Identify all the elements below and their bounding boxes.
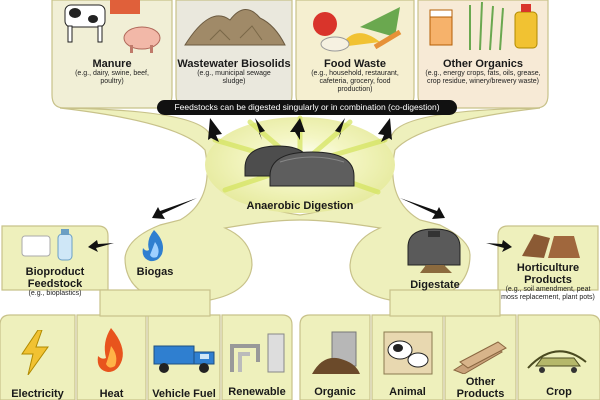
feedstock-food-waste: Food Waste (e.g., household, restaurant,…	[296, 58, 414, 94]
bioproduct-label: Bioproduct Feedstock (e.g., bioplastics)	[2, 266, 108, 298]
garbage-truck-icon	[153, 345, 215, 373]
lumber-icon	[452, 341, 507, 374]
use-vehicle-fuel: Vehicle Fuel	[152, 388, 216, 400]
feedstock-biosolids: Wastewater Biosolids (e.g., municipal se…	[176, 58, 292, 86]
co-digestion-banner: Feedstocks can be digested singularly or…	[157, 100, 457, 115]
feedstock-title: Wastewater Biosolids	[177, 58, 291, 70]
horticulture-title: Horticulture Products	[516, 262, 580, 286]
use-animal: Animal	[389, 386, 426, 398]
spreader-icon	[527, 350, 587, 373]
cow-pig-icon	[64, 0, 161, 53]
feedstock-subtitle: (e.g., energy crops, fats, oils, grease,…	[425, 70, 541, 85]
food-waste-icon	[313, 7, 402, 52]
bioproduct-title: Bioproduct Feedstock	[25, 266, 85, 290]
plant-pots-icon	[522, 234, 580, 258]
arrows	[88, 118, 512, 252]
feedstock-title: Other Organics	[442, 58, 524, 70]
horticulture-subtitle: (e.g., soil amendment, peat moss replace…	[501, 286, 595, 301]
fire-icon	[97, 328, 123, 372]
bioplastics-icon	[21, 229, 73, 261]
use-electricity: Electricity	[11, 388, 64, 400]
process-title: Anaerobic Digestion	[246, 200, 354, 212]
digester-icon	[244, 145, 355, 187]
cow-bedding-icon	[383, 331, 433, 375]
lightning-icon	[21, 330, 49, 375]
use-other-products: Other Products	[456, 376, 505, 400]
feedstock-subtitle: (e.g., dairy, swine, beef, poultry)	[75, 70, 149, 85]
biogas-title: Biogas	[136, 266, 174, 278]
digestate-tank-icon	[407, 228, 461, 273]
use-organic: Organic	[314, 386, 356, 398]
use-heat: Heat	[99, 388, 124, 400]
biosolids-pile-icon	[184, 9, 286, 46]
digestate-title: Digestate	[410, 279, 460, 291]
connectors	[99, 289, 501, 317]
feedstock-title: Food Waste	[324, 58, 386, 70]
feedstock-subtitle: (e.g., household, restaurant, cafeteria,…	[311, 70, 399, 93]
use-renewable: Renewable	[228, 386, 286, 398]
flame-icon	[142, 230, 163, 262]
pipeline-icon	[230, 333, 285, 373]
feedstock-title: Manure	[92, 58, 132, 70]
fertilizer-bag-icon	[312, 331, 360, 374]
feedstock-other-organics: Other Organics (e.g., energy crops, fats…	[418, 58, 548, 86]
other-organics-icon	[429, 1, 538, 51]
use-crop: Crop	[546, 386, 572, 398]
feedstock-subtitle: (e.g., municipal sewage sludge)	[197, 70, 271, 85]
bioproduct-subtitle: (e.g., bioplastics)	[28, 290, 82, 297]
feedstock-manure: Manure (e.g., dairy, swine, beef, poultr…	[52, 58, 172, 86]
horticulture-label: Horticulture Products (e.g., soil amendm…	[498, 262, 598, 302]
